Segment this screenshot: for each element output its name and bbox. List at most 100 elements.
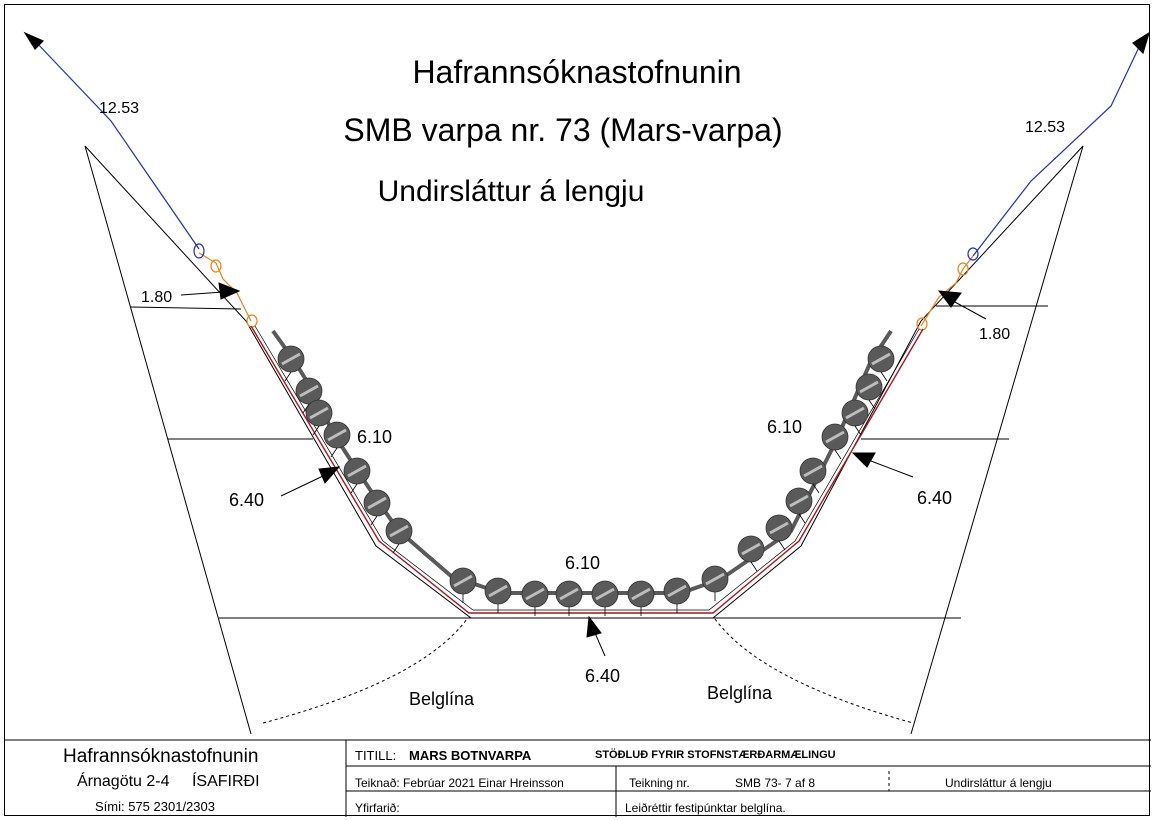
arrow-line-1.80-right <box>952 300 987 320</box>
bobbin-tick <box>812 483 820 494</box>
bobbin-stripe <box>803 464 823 478</box>
hline-1-left <box>130 306 242 310</box>
bridle-right <box>920 255 974 327</box>
tb-address-city: ÍSAFIRÐI <box>191 773 260 790</box>
bobbin-stripe <box>299 384 319 398</box>
shackle-left-orange <box>210 259 222 273</box>
tb-org: Hafrannsóknastofnunin <box>63 746 259 767</box>
dimension-arrows <box>180 282 987 657</box>
warp-right <box>972 42 1142 257</box>
arrow-head-6.40-left <box>318 466 341 484</box>
warp-arrow-right <box>1132 31 1151 55</box>
titleblock-grid <box>5 739 1151 817</box>
bobbin-stripe <box>347 464 367 478</box>
bobbin-stripe <box>825 430 845 444</box>
bobbin-stripe <box>631 587 651 601</box>
trawl-drawing: Hafrannsóknastofnunin SMB varpa nr. 73 (… <box>5 31 1151 817</box>
tb-title-label: TITILL: <box>355 748 397 763</box>
bobbin-stripe <box>789 494 809 508</box>
bobbin-stripe <box>488 584 508 598</box>
label-bobbin-right: 6.10 <box>767 417 802 437</box>
shackle-left-orange-2 <box>246 314 258 328</box>
title-view: Undirsláttur á lengju <box>378 175 645 208</box>
bobbin-stripe <box>309 406 329 420</box>
bobbin-stripe <box>871 352 891 366</box>
groundrope-inner <box>254 325 920 611</box>
shackle-left-blue <box>193 243 205 259</box>
arrow-head-1.80-left <box>218 282 241 300</box>
label-warp-left: 12.53 <box>99 100 139 117</box>
warp-arrow-left <box>23 31 45 50</box>
bobbin-stripe <box>595 587 615 601</box>
bobbin-tick <box>880 371 888 382</box>
drawing-texts: Hafrannsóknastofnunin SMB varpa nr. 73 (… <box>99 54 1065 709</box>
tb-phone: Sími: 575 2301/2303 <box>95 799 215 814</box>
bobbin-stripe <box>327 428 347 442</box>
label-warp-right: 12.53 <box>1025 119 1065 136</box>
tb-revision: Leiðréttir festipúnktar belglína. <box>625 801 786 815</box>
arrow-line-6.40-right <box>870 460 914 478</box>
title-trawl: SMB varpa nr. 73 (Mars-varpa) <box>343 112 782 148</box>
bobbin-tick <box>834 449 842 460</box>
bobbin-stripe <box>741 542 761 556</box>
outer-right-line <box>910 145 1084 735</box>
tb-address-street: Árnagötu 2-4 <box>77 773 170 790</box>
tb-drawn: Teiknað: Febrúar 2021 Einar Hreinsson <box>355 776 564 790</box>
label-rope-right: 6.40 <box>917 488 952 508</box>
label-bobbin-bottom: 6.10 <box>565 553 600 573</box>
bobbin-tick <box>798 513 806 524</box>
bobbin-tick <box>284 371 292 382</box>
tb-title-value: MARS BOTNVARPA <box>409 748 532 763</box>
title-org: Hafrannsóknastofnunin <box>412 54 741 90</box>
bobbin-stripe <box>453 574 473 588</box>
belly-line-right <box>714 618 914 724</box>
bobbin-tick <box>350 483 358 494</box>
net-outline <box>84 145 1084 735</box>
drawing-frame: Hafrannsóknastofnunin SMB varpa nr. 73 (… <box>4 4 1151 817</box>
inner-outline <box>84 145 1084 619</box>
belly-line-left <box>262 618 468 724</box>
label-belly-right: Belglína <box>707 683 773 703</box>
bobbin-stripe <box>389 524 409 538</box>
bobbin-tick <box>854 425 862 436</box>
shackle-right-blue <box>967 247 979 261</box>
bobbin-tick <box>330 447 338 458</box>
arrow-head-1.80-right <box>937 290 962 308</box>
tb-drawing-name: Undirsláttur á lengju <box>945 776 1052 790</box>
bobbin-tick <box>392 543 400 554</box>
arrow-line-6.40-left <box>280 475 324 497</box>
outer-left-line <box>84 145 252 735</box>
bobbin-tick <box>312 425 320 436</box>
bobbin-stripe <box>525 587 545 601</box>
tb-checked: Yfirfarið: <box>355 801 400 815</box>
bobbin-stripe <box>667 584 687 598</box>
label-belly-left: Belglína <box>409 689 475 709</box>
label-bridle-right: 1.80 <box>979 326 1010 343</box>
tb-drawing-value: SMB 73- 7 af 8 <box>735 776 816 790</box>
bobbin-tick <box>370 515 378 526</box>
bobbin-stripe <box>281 352 301 366</box>
label-rope-bottom: 6.40 <box>585 666 620 686</box>
arrow-head-6.40-right <box>851 452 876 468</box>
bobbin-stripe <box>705 572 725 586</box>
bobbin-stripe <box>859 380 879 394</box>
arrow-head-6.40-bottom <box>586 615 602 638</box>
bridle-left <box>198 252 252 322</box>
label-rope-left: 6.40 <box>229 490 264 510</box>
bobbin-tick <box>778 540 786 551</box>
groundrope <box>250 325 924 614</box>
tb-title-desc: STÖÐLUÐ FYRIR STOFNSTÆRÐARMÆLINGU <box>595 749 836 761</box>
label-bobbin-left: 6.10 <box>357 427 392 447</box>
bobbin-tick <box>868 399 876 410</box>
bobbin-stripe <box>559 587 579 601</box>
arrow-line-6.40-bottom <box>594 632 606 657</box>
tb-address: Árnagötu 2-4 ÍSAFIRÐI <box>77 773 260 791</box>
bobbin-stripe <box>845 406 865 420</box>
warp-left <box>34 40 200 250</box>
tb-drawing-label: Teikning nr. <box>629 776 690 790</box>
label-bridle-left: 1.80 <box>141 289 172 306</box>
shackle-right-orange <box>957 262 969 276</box>
bobbin-stripe <box>367 496 387 510</box>
bobbin-tick <box>750 561 758 572</box>
arrow-line-1.80-left <box>180 291 224 296</box>
